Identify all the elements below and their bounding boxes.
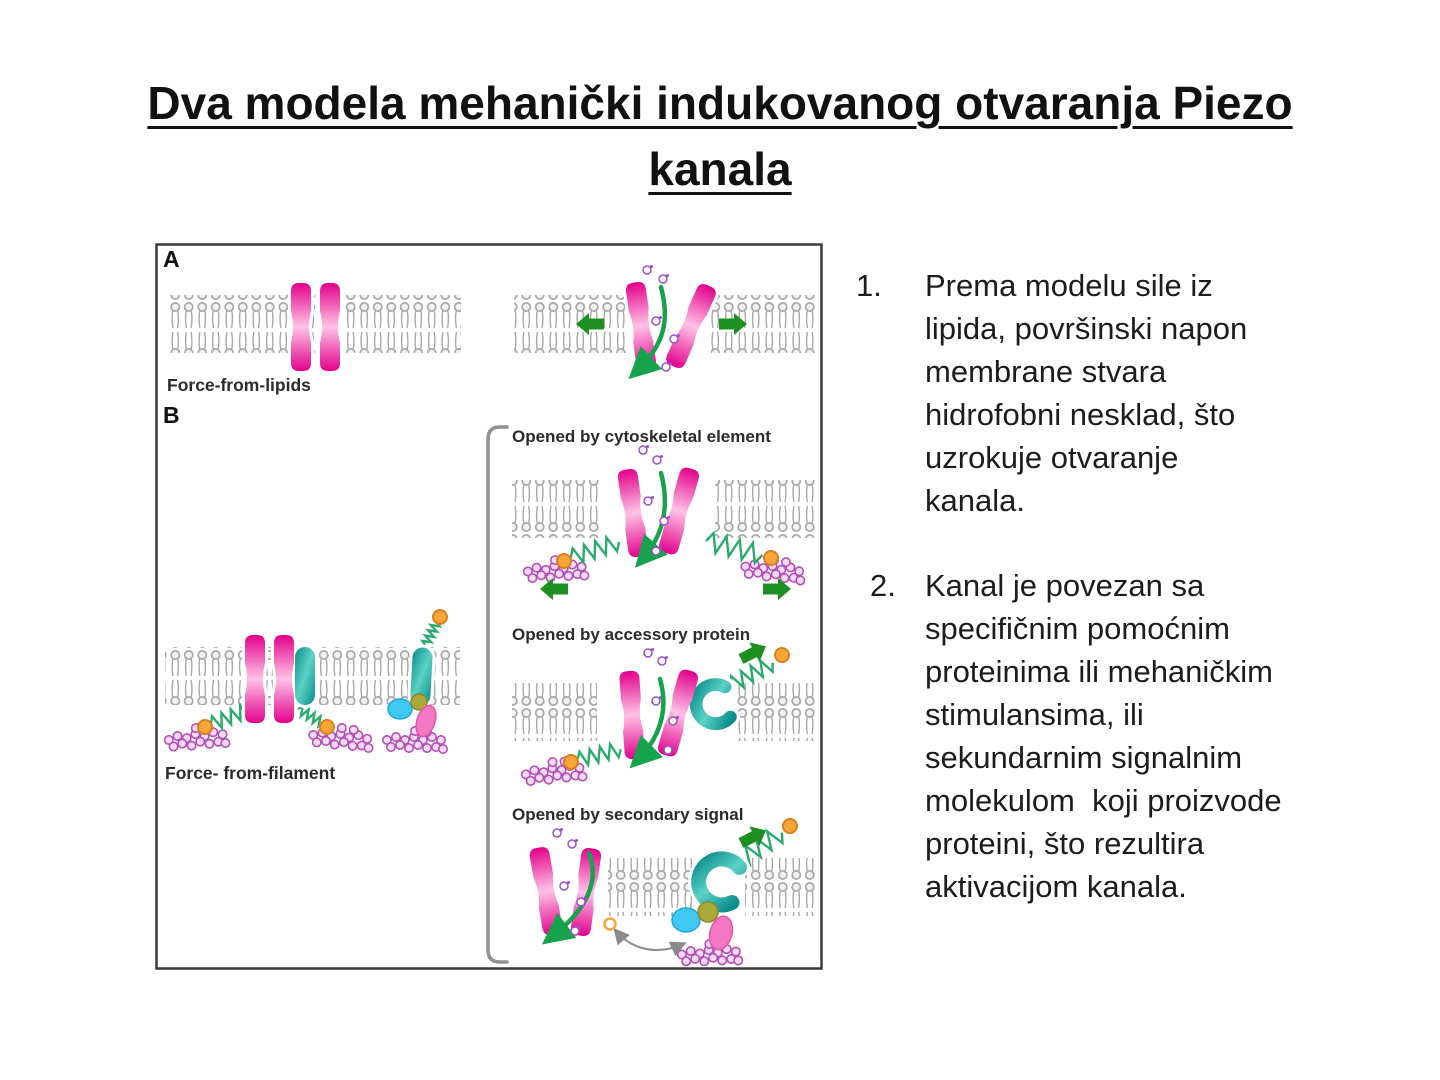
signal-site-ring: [603, 917, 617, 931]
slide-title-line1: Dva modela mehanički indukovanog otvaran…: [147, 77, 1293, 129]
panel-b-bracket: [486, 425, 509, 964]
anchor-ball-layer: [197, 550, 798, 834]
force-from-filament-label: Force- from-filament: [165, 763, 335, 783]
pink-molecule: [415, 704, 437, 738]
cyan-molecule: [671, 907, 701, 933]
opened-cytoskeletal-label: Opened by cytoskeletal element: [512, 427, 771, 446]
note-item-1: 1. Prema modelu sile iz lipida, površins…: [856, 264, 1247, 522]
olive-molecule: [697, 901, 719, 923]
note-2-text: Kanal je povezan sa specifičnim pomoćnim…: [925, 568, 1282, 904]
opened-accessory-label: Opened by accessory protein: [512, 625, 750, 644]
note-item-2: 2. Kanal je povezan sa specifičnim pomoć…: [870, 564, 1282, 908]
panel-a-label: A: [163, 246, 180, 272]
signal-transfer-arrow: [613, 927, 687, 957]
olive-molecule: [410, 693, 428, 711]
note-2-number: 2.: [870, 568, 896, 603]
lipid-bilayer-layer: [165, 295, 815, 916]
note-1-number: 1.: [856, 268, 882, 303]
opened-secondary-label: Opened by secondary signal: [512, 805, 743, 824]
panel-b-label: B: [163, 402, 180, 428]
piezo-figure: A B Force-from-lipids Force- from-filame…: [155, 243, 823, 970]
pink-molecule: [708, 915, 734, 951]
figure-labels: A B Force-from-lipids Force- from-filame…: [163, 246, 771, 824]
slide-title: Dva modela mehanički indukovanog otvaran…: [0, 70, 1440, 202]
cyan-molecule: [387, 698, 413, 720]
note-1-text: Prema modelu sile iz lipida, površinski …: [925, 268, 1248, 518]
piezo-figure-svg: A B Force-from-lipids Force- from-filame…: [155, 243, 823, 970]
slide-title-line2: kanala: [648, 143, 792, 195]
accessory-protein: [295, 647, 315, 705]
ion-flow-arrow: [628, 284, 668, 380]
figure-border: [155, 243, 823, 970]
ion-flow-arrow: [629, 676, 666, 769]
force-from-lipids-label: Force-from-lipids: [167, 375, 311, 395]
